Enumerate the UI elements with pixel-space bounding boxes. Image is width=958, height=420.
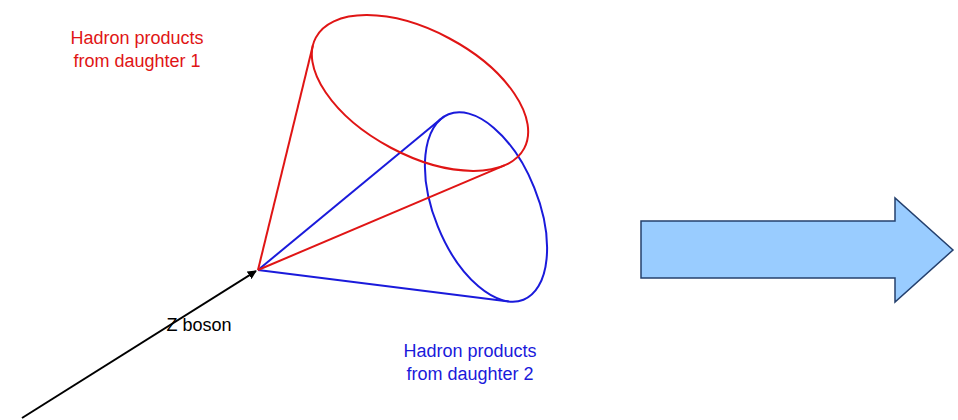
- result-arrow: [641, 198, 953, 302]
- blue-cone: [258, 95, 572, 319]
- cone-edge: [258, 270, 509, 301]
- daughter-label: Hadron products from daughter 1: [55, 27, 220, 73]
- cone-edge: [258, 45, 313, 270]
- z-boson-arrow: [22, 271, 256, 418]
- daughter-label: Hadron products from daughter 2: [388, 340, 553, 386]
- cone-edge: [258, 119, 441, 270]
- jet-cones: [258, 0, 572, 319]
- cone-rim: [400, 95, 571, 319]
- red-cone: [258, 0, 553, 270]
- cone-rim: [287, 0, 554, 203]
- particle-label: Z boson: [139, 314, 259, 337]
- cone-edge: [258, 165, 505, 270]
